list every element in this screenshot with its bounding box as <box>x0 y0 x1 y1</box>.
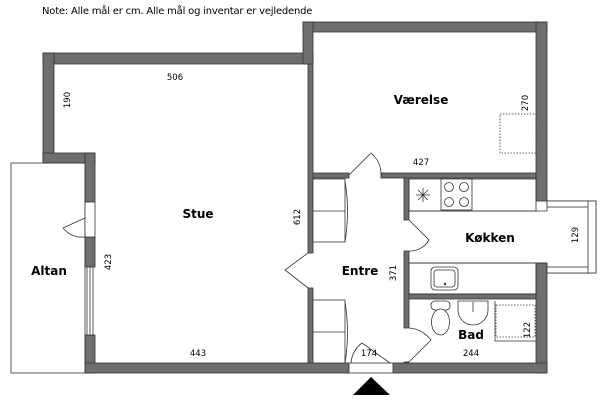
walls <box>42 21 548 374</box>
dim-bad-shower: 122 <box>523 322 533 338</box>
dim-vaerelse-depth: 270 <box>521 95 531 111</box>
room-label-entre: Entre <box>342 264 379 278</box>
entrance-arrow-icon <box>353 377 390 395</box>
altan-door[interactable] <box>84 201 96 238</box>
dim-entre-width: 174 <box>361 349 377 359</box>
stove-icon <box>440 178 473 211</box>
wardrobe-upper <box>312 178 348 243</box>
dim-stue-right: 612 <box>293 209 303 225</box>
kitchen-window <box>409 200 597 274</box>
dim-stue-bottom: 443 <box>190 349 206 359</box>
washbasin-icon <box>457 300 489 326</box>
sink-icon <box>430 266 459 291</box>
room-label-kokken: Køkken <box>465 231 515 245</box>
room-label-altan: Altan <box>31 264 67 278</box>
dim-vaerelse-width: 427 <box>413 158 429 168</box>
dim-stue-left-upper: 190 <box>63 92 73 108</box>
shower-area <box>495 304 536 338</box>
stue-door[interactable] <box>284 252 309 289</box>
altan-door-swing <box>62 217 86 238</box>
bath-door[interactable] <box>408 327 432 363</box>
altan-window <box>86 266 94 336</box>
wardrobe-lower <box>312 299 348 364</box>
dim-stue-left-lower: 423 <box>104 254 114 270</box>
toilet-icon <box>430 300 451 336</box>
dim-kokken-depth: 129 <box>571 227 581 243</box>
room-label-bad: Bad <box>458 328 484 342</box>
vaerelse-wardrobe-area <box>499 113 537 154</box>
room-label-vaerelse: Værelse <box>394 93 449 107</box>
vaerelse-door[interactable] <box>348 152 382 178</box>
dim-entre-depth: 371 <box>389 265 399 281</box>
kitchen-counter-lower <box>408 262 537 295</box>
fridge-icon <box>416 188 430 202</box>
entrance-door[interactable] <box>348 342 394 374</box>
dim-bad-width: 244 <box>463 349 479 359</box>
kitchen-door[interactable] <box>408 219 430 252</box>
dim-stue-top: 506 <box>167 73 183 83</box>
floorplan-note: Note: Alle mål er cm. Alle mål og invent… <box>42 6 313 17</box>
room-label-stue: Stue <box>182 207 213 221</box>
